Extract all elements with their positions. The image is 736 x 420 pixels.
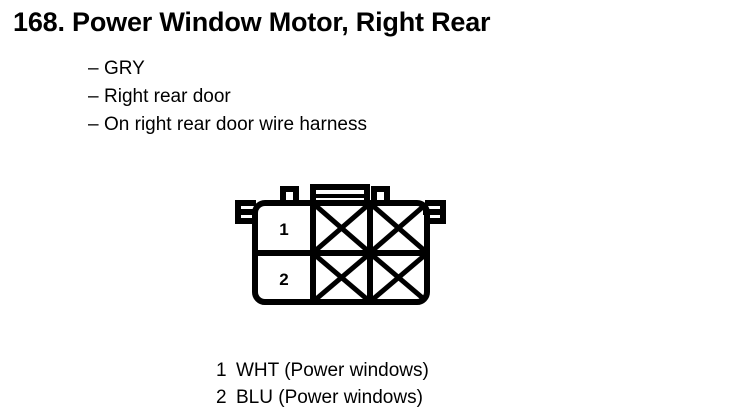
connector-top-tab-center [310, 184, 370, 206]
connector-pin-number-2: 2 [279, 270, 288, 289]
connector-cell-r1c2-unused-x [313, 203, 370, 253]
dash-bullet-icon: – [88, 86, 99, 107]
connector-cell-r1c3-unused-x [370, 203, 427, 253]
legend-row-pin-1: 1 WHT (Power windows) [216, 357, 636, 384]
pin-legend: 1 WHT (Power windows) 2 BLU (Power windo… [216, 357, 636, 411]
legend-pin-number-2: 2 [216, 387, 227, 408]
connector-top-tab-right [371, 186, 390, 206]
connector-pin-number-1: 1 [279, 220, 288, 239]
connector-top-tab-left [280, 186, 299, 206]
connector-cell-r2c2-unused-x [313, 253, 370, 302]
attribute-text-wire-color: GRY [104, 58, 145, 79]
attribute-item-location: – Right rear door [88, 83, 648, 111]
dash-bullet-icon: – [88, 114, 99, 135]
attribute-list: – GRY – Right rear door – On right rear … [88, 55, 648, 139]
connector-cell-r2c3-unused-x [370, 253, 427, 302]
connector-svg: 1 2 [235, 184, 446, 305]
attribute-text-location: Right rear door [104, 86, 231, 107]
legend-row-pin-2: 2 BLU (Power windows) [216, 384, 636, 411]
legend-description-1: WHT (Power windows) [236, 360, 429, 381]
attribute-item-wire-color: – GRY [88, 55, 648, 83]
attribute-item-harness: – On right rear door wire harness [88, 111, 648, 139]
connector-pinout-diagram: 1 2 [225, 175, 465, 315]
page-title: 168. Power Window Motor, Right Rear [13, 7, 491, 37]
dash-bullet-icon: – [88, 58, 99, 79]
attribute-text-harness: On right rear door wire harness [104, 114, 367, 135]
legend-description-2: BLU (Power windows) [236, 387, 423, 408]
legend-pin-number-1: 1 [216, 360, 227, 381]
